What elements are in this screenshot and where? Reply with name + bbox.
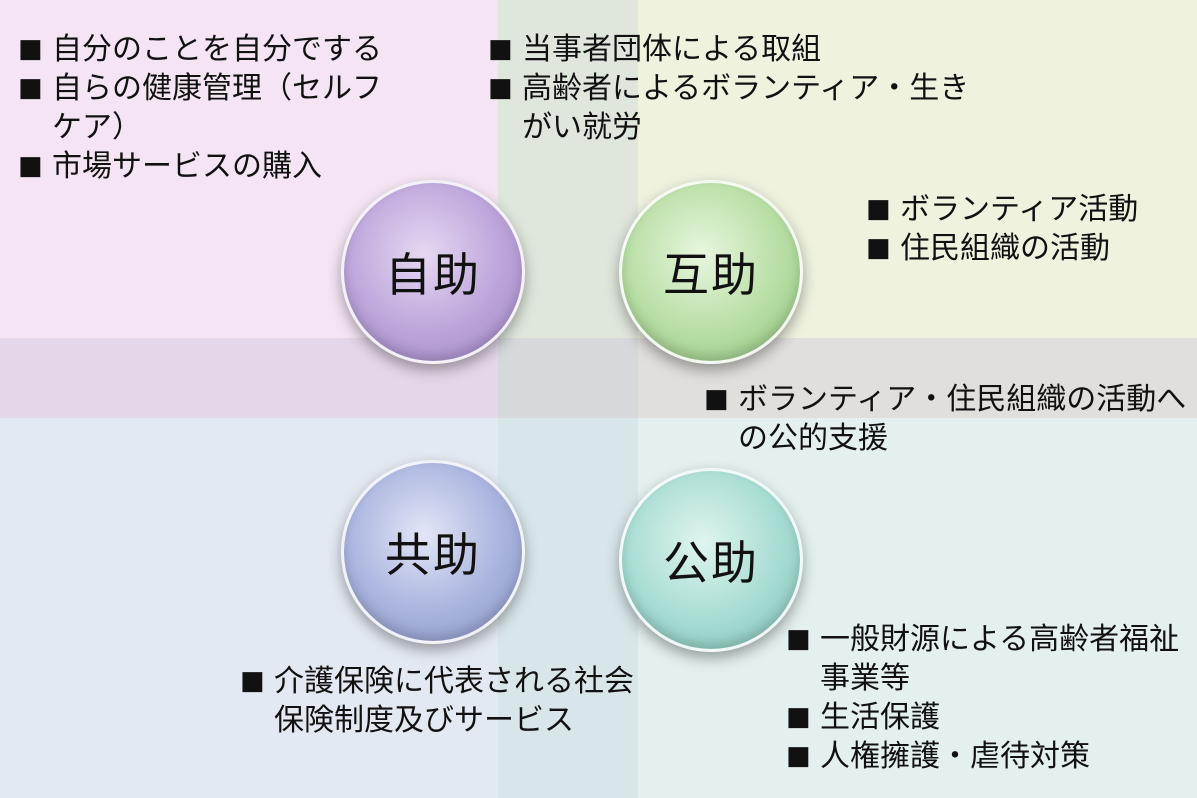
list-item-text: 人権擁護・虐待対策 <box>820 739 1090 774</box>
list-item-text: 自分のことを自分でする <box>52 32 382 67</box>
list-item: ■ 介護保険に代表される社会保険制度及びサービス <box>240 662 640 740</box>
list-item: ■ 高齢者によるボランティア・生きがい就労 <box>488 69 978 147</box>
square-bullet-icon: ■ <box>866 233 891 263</box>
list-item-text: 介護保険に代表される社会保険制度及びサービス <box>274 664 634 738</box>
public-support-list: ■ ボランティア・住民組織の活動への公的支援 <box>704 380 1194 458</box>
square-bullet-icon: ■ <box>240 666 265 696</box>
list-item: ■ 当事者団体による取組 <box>488 30 978 69</box>
list-item: ■ 住民組織の活動 <box>866 229 1186 268</box>
square-bullet-icon: ■ <box>704 384 729 414</box>
list-item-text: 自らの健康管理（セルフケア） <box>52 71 382 145</box>
list-item: ■ 一般財源による高齢者福祉事業等 <box>786 620 1186 698</box>
list-item-text: 生活保護 <box>820 700 940 735</box>
list-item-text: 一般財源による高齢者福祉事業等 <box>820 622 1180 696</box>
list-item: ■ ボランティア活動 <box>866 190 1186 229</box>
quadrant-mutual-help <box>498 0 1197 418</box>
quadrant-public-help <box>498 418 1197 798</box>
square-bullet-icon: ■ <box>18 151 43 181</box>
list-item-text: 住民組織の活動 <box>900 231 1110 266</box>
list-item-text: 当事者団体による取組 <box>522 32 822 67</box>
square-bullet-icon: ■ <box>18 34 43 64</box>
circle-public-help: 公助 <box>619 468 803 652</box>
circle-mutual-help: 互助 <box>619 180 803 364</box>
mutual-help-list-top: ■ 当事者団体による取組 ■ 高齢者によるボランティア・生きがい就労 <box>488 30 978 147</box>
list-item: ■ 人権擁護・虐待対策 <box>786 737 1186 776</box>
list-item: ■ 自らの健康管理（セルフケア） <box>18 69 398 147</box>
public-help-list: ■ 一般財源による高齢者福祉事業等 ■ 生活保護 ■ 人権擁護・虐待対策 <box>786 620 1186 776</box>
square-bullet-icon: ■ <box>488 34 513 64</box>
mutual-help-list-right: ■ ボランティア活動 ■ 住民組織の活動 <box>866 190 1186 268</box>
circle-mutual-help-label: 互助 <box>663 248 759 302</box>
self-help-list: ■ 自分のことを自分でする ■ 自らの健康管理（セルフケア） ■ 市場サービスの購入 <box>18 30 398 186</box>
list-item-text: 高齢者によるボランティア・生きがい就労 <box>522 71 970 145</box>
square-bullet-icon: ■ <box>18 73 43 103</box>
circle-self-help-label: 自助 <box>385 248 481 302</box>
square-bullet-icon: ■ <box>488 73 513 103</box>
list-item: ■ ボランティア・住民組織の活動への公的支援 <box>704 380 1194 458</box>
horizontal-band <box>0 338 1197 418</box>
circle-public-help-label: 公助 <box>663 536 759 590</box>
circle-self-help: 自助 <box>341 180 525 364</box>
circle-co-help-label: 共助 <box>385 528 481 582</box>
list-item: ■ 自分のことを自分でする <box>18 30 398 69</box>
square-bullet-icon: ■ <box>786 624 811 654</box>
list-item: ■ 市場サービスの購入 <box>18 147 398 186</box>
square-bullet-icon: ■ <box>786 702 811 732</box>
list-item-text: 市場サービスの購入 <box>52 149 322 184</box>
vertical-band <box>498 0 638 798</box>
list-item-text: ボランティア活動 <box>900 192 1139 227</box>
square-bullet-icon: ■ <box>786 741 811 771</box>
list-item: ■ 生活保護 <box>786 698 1186 737</box>
list-item-text: ボランティア・住民組織の活動への公的支援 <box>738 382 1187 456</box>
square-bullet-icon: ■ <box>866 194 891 224</box>
co-help-list: ■ 介護保険に代表される社会保険制度及びサービス <box>240 662 640 740</box>
circle-co-help: 共助 <box>341 460 525 644</box>
